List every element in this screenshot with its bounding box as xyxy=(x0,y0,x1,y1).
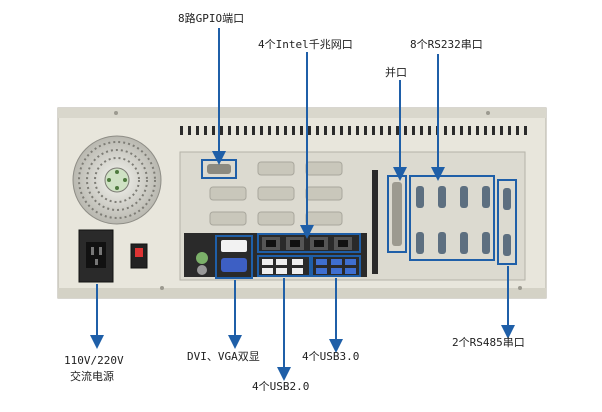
power-label: 110V/220V xyxy=(64,354,124,367)
callout-lines xyxy=(90,28,515,381)
rs485-label: 2个RS485串口 xyxy=(452,336,525,349)
power-inlet xyxy=(78,229,114,283)
parallel-label: 并口 xyxy=(385,65,407,79)
usb2-ports xyxy=(257,255,311,277)
top-vents xyxy=(180,126,527,135)
usb3-ports xyxy=(311,255,361,277)
display-ports xyxy=(196,235,253,279)
rs232-label: 8个RS232串口 xyxy=(410,38,483,51)
parallel-port xyxy=(372,170,407,274)
power-sub-label: 交流电源 xyxy=(70,369,114,383)
fan-icon xyxy=(72,135,162,225)
gpio-label: 8路GPIO端口 xyxy=(178,12,244,25)
power-switch xyxy=(130,243,148,269)
rs232-ports xyxy=(409,175,495,261)
usb3-label: 4个USB3.0 xyxy=(302,350,359,363)
display-label: DVI、VGA双显 xyxy=(187,350,260,363)
usb2-label: 4个USB2.0 xyxy=(252,380,309,393)
lan-label: 4个Intel千兆网口 xyxy=(258,38,353,51)
rs485-ports xyxy=(497,179,517,265)
